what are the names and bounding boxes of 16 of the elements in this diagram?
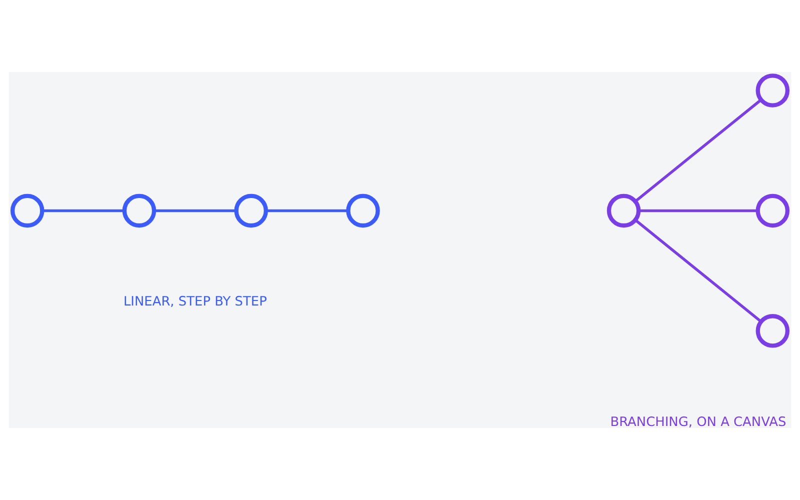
- node-circle: [346, 194, 380, 228]
- node-circle: [756, 74, 790, 108]
- node-circle: [756, 314, 790, 348]
- connector: [634, 98, 762, 202]
- node-circle: [122, 194, 156, 228]
- connector: [638, 209, 758, 212]
- connector: [42, 209, 124, 212]
- connector: [266, 209, 348, 212]
- node-circle: [10, 194, 44, 228]
- label: LINEAR, STEP BY STEP: [123, 294, 267, 310]
- connector: [154, 209, 236, 212]
- node-circle: [606, 194, 641, 228]
- connector: [634, 219, 762, 323]
- label: BRANCHING, ON A CANVAS: [610, 414, 786, 430]
- node-circle: [756, 194, 790, 228]
- node-circle: [234, 194, 268, 228]
